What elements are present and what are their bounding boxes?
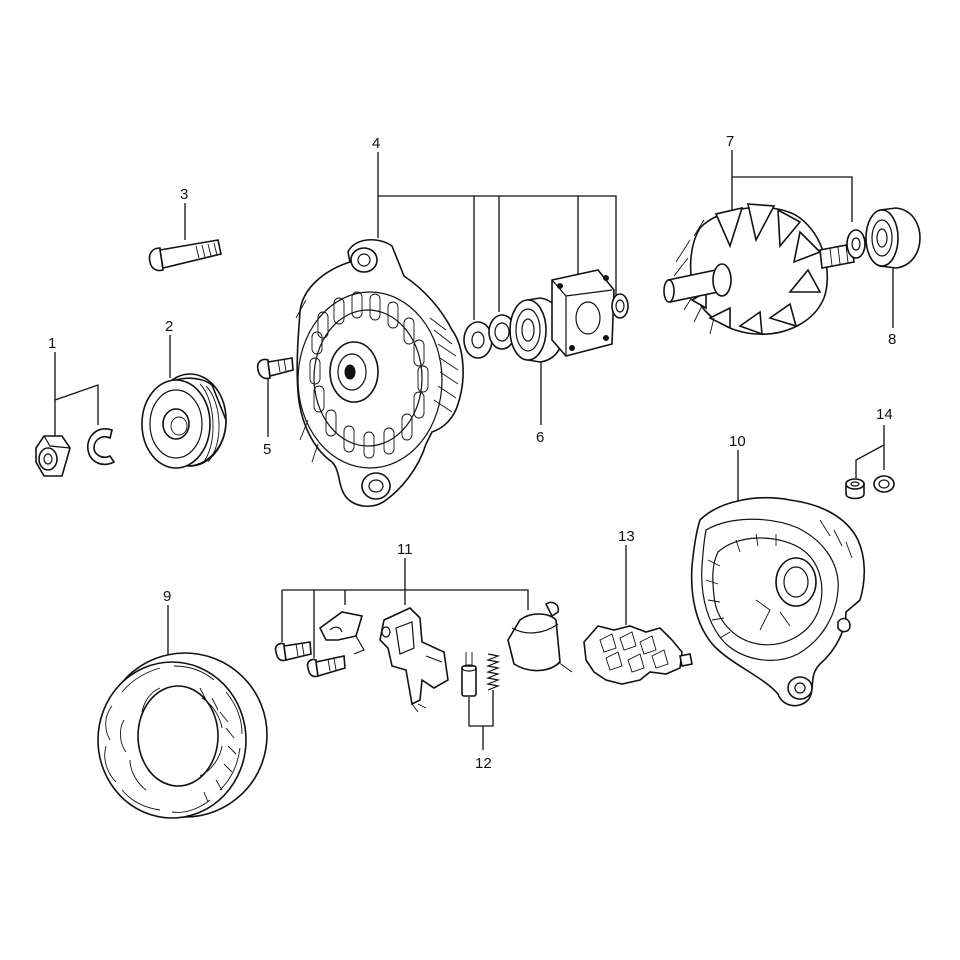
callout-7: 7 xyxy=(726,133,734,150)
callout-3: 3 xyxy=(180,186,188,203)
rear-bearing-icon xyxy=(865,207,921,269)
callout-13: 13 xyxy=(618,528,635,545)
callout-9: 9 xyxy=(163,588,171,605)
callout-6: 6 xyxy=(536,429,544,446)
washer-icon xyxy=(463,314,516,359)
callout-10: 10 xyxy=(729,433,746,450)
callout-4: 4 xyxy=(372,135,380,152)
callout-2: 2 xyxy=(165,318,173,335)
brush-holder-icon xyxy=(274,601,573,713)
brush-spring-icon xyxy=(461,652,501,697)
callout-labels: 1 2 3 4 5 6 7 8 9 10 11 12 13 14 xyxy=(48,133,896,772)
front-housing-icon xyxy=(295,239,464,507)
rectifier-icon xyxy=(583,625,693,685)
callout-12: 12 xyxy=(475,755,492,772)
callout-14: 14 xyxy=(876,406,893,423)
callout-8: 8 xyxy=(888,331,896,348)
callout-5: 5 xyxy=(263,441,271,458)
rear-housing-icon xyxy=(690,497,866,707)
pulley-icon xyxy=(141,373,227,469)
leader-lines xyxy=(54,150,894,750)
through-bolt-icon xyxy=(148,239,222,272)
screw-icon xyxy=(256,357,294,380)
stator-icon xyxy=(97,652,268,819)
callout-11: 11 xyxy=(397,541,413,558)
callout-1: 1 xyxy=(48,335,56,352)
nut-and-clip-icon xyxy=(35,428,116,477)
retainer-plate-icon xyxy=(551,269,629,357)
rotor-icon xyxy=(663,203,866,336)
insulator-icon xyxy=(845,475,895,500)
